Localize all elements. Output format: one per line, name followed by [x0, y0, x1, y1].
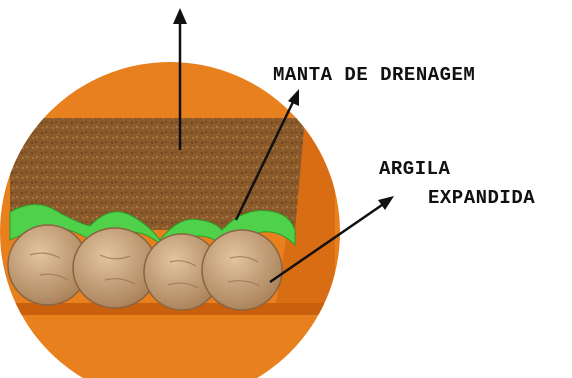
expanded-clay-label-line1: ARGILA: [379, 158, 450, 180]
clay-pebble: [202, 230, 282, 310]
expanded-clay-label-line2: EXPANDIDA: [428, 187, 535, 209]
drainage-blanket-label: MANTA DE DRENAGEM: [273, 64, 475, 86]
